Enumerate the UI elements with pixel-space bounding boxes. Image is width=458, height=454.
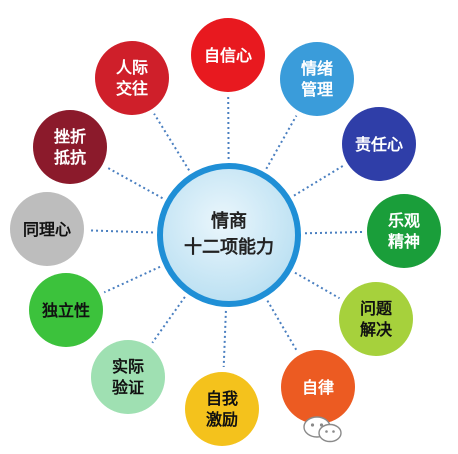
- node-label: 自我 激励: [205, 389, 238, 429]
- node-label: 责任心: [354, 134, 403, 154]
- node-label: 人际 交往: [115, 58, 148, 98]
- node-frustration-resistance: 挫折 抵抗: [33, 110, 107, 184]
- connector-empathy: [88, 229, 154, 234]
- node-label: 问题 解决: [359, 299, 392, 339]
- node-empathy: 同理心: [10, 192, 84, 266]
- node-interpersonal: 人际 交往: [95, 41, 169, 115]
- connector-optimism: [304, 231, 363, 235]
- connector-practice-verification: [151, 296, 186, 344]
- node-practice-verification: 实际 验证: [91, 340, 165, 414]
- node-optimism: 乐观 精神: [367, 194, 441, 268]
- connector-self-motivation: [222, 310, 227, 368]
- node-emotion-management: 情绪 管理: [280, 42, 354, 116]
- connector-self-discipline: [266, 300, 298, 352]
- node-label: 乐观 精神: [387, 211, 420, 251]
- center-node: 情商 十二项能力: [157, 163, 301, 307]
- node-label: 实际 验证: [111, 357, 144, 397]
- node-label: 自信心: [203, 45, 252, 65]
- node-self-confidence: 自信心: [191, 18, 265, 92]
- connector-frustration-resistance: [106, 166, 163, 200]
- connector-problem-solving: [294, 271, 340, 300]
- connector-emotion-management: [265, 115, 298, 170]
- connector-independence: [103, 265, 161, 294]
- node-self-motivation: 自我 激励: [185, 372, 259, 446]
- node-label: 情绪 管理: [300, 59, 333, 99]
- node-label: 挫折 抵抗: [53, 127, 86, 167]
- node-self-discipline: 自律: [281, 350, 355, 424]
- node-label: 同理心: [22, 219, 71, 239]
- connector-interpersonal: [153, 113, 190, 171]
- connector-responsibility: [293, 164, 344, 197]
- node-label: 独立性: [41, 300, 90, 320]
- wechat-icon: [303, 416, 342, 443]
- node-label: 自律: [301, 377, 334, 397]
- center-label: 情商 十二项能力: [184, 211, 274, 258]
- node-problem-solving: 问题 解决: [339, 282, 413, 356]
- node-responsibility: 责任心: [342, 107, 416, 181]
- node-independence: 独立性: [29, 273, 103, 347]
